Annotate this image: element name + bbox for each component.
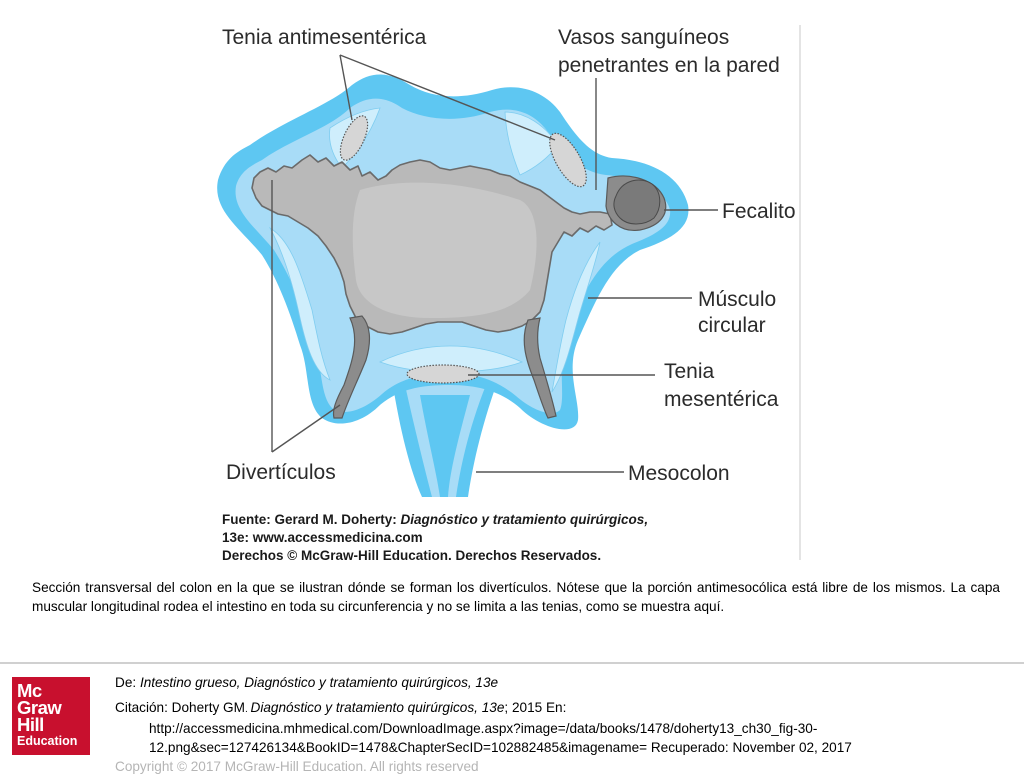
figure-caption: Sección transversal del colon en la que … (32, 580, 1000, 614)
source-line2: 13e: www.accessmedicina.com (222, 530, 423, 545)
leader-lines (271, 54, 718, 473)
tenia-antimesenterica-left (339, 115, 369, 161)
citation-separator: . (244, 704, 251, 715)
label-mesocolon: Mesocolon (628, 462, 730, 485)
label-tenia-mes-line2: mesentérica (664, 388, 779, 411)
tenia-antimesenterica-right (549, 132, 587, 188)
label-musculo-line1: Músculo (698, 288, 776, 311)
label-fecalito: Fecalito (722, 200, 796, 223)
credit-block: De: Intestino grueso, Diagnóstico y trat… (115, 673, 1005, 776)
logo-line-1: Mc (17, 680, 42, 701)
copyright-text: Copyright © 2017 McGraw-Hill Education. … (115, 759, 479, 774)
logo-line-2: Graw (17, 697, 62, 718)
citation-url-line-2[interactable]: 12.png&sec=127426134&BookID=1478&Chapter… (149, 740, 852, 755)
citation-rest: ; 2015 En: (504, 700, 567, 715)
citation-title: Diagnóstico y tratamiento quirúrgicos, 1… (250, 700, 505, 715)
logo-line-3: Hill (17, 714, 44, 735)
source-prefix: Fuente: Gerard M. Doherty: (222, 512, 401, 527)
label-musculo-line2: circular (698, 314, 766, 337)
mcgraw-hill-education-logo: Mc Graw Hill Education (12, 677, 90, 755)
circular-muscle-bands (268, 107, 601, 393)
label-tenia-mes-line1: Tenia (664, 360, 715, 383)
source-book-title: Diagnóstico y tratamiento quirúrgicos, (401, 512, 649, 527)
footer-divider (0, 662, 1024, 664)
credit-citation: Citación: Doherty GM. Diagnóstico y trat… (115, 698, 1005, 719)
source-line1: Fuente: Gerard M. Doherty: Diagnóstico y… (222, 512, 648, 527)
teniae (339, 115, 587, 384)
lumen-highlight (352, 182, 537, 318)
credit-from: De: Intestino grueso, Diagnóstico y trat… (115, 673, 1005, 692)
credit-from-text: Intestino grueso, Diagnóstico y tratamie… (139, 675, 499, 690)
logo-line-4: Education (17, 734, 78, 748)
label-tenia-antimesenterica: Tenia antimesentérica (222, 26, 427, 49)
fecalith (613, 179, 661, 225)
label-vasos-line2: penetrantes en la pared (558, 54, 780, 77)
tenia-mesenterica (406, 364, 480, 384)
citation-prefix: Citación: Doherty GM (115, 700, 245, 715)
label-vasos-line1: Vasos sanguíneos (558, 26, 729, 49)
mesocolon-stalk (392, 380, 498, 497)
source-line3: Derechos © McGraw-Hill Education. Derech… (222, 548, 601, 563)
label-diverticulos: Divertículos (226, 461, 336, 484)
colon-cross-section-figure: Tenia antimesentérica Vasos sanguíneos p… (217, 25, 801, 563)
credit-from-prefix: De: (115, 675, 140, 690)
citation-url-line-1[interactable]: http://accessmedicina.mhmedical.com/Down… (149, 721, 818, 736)
